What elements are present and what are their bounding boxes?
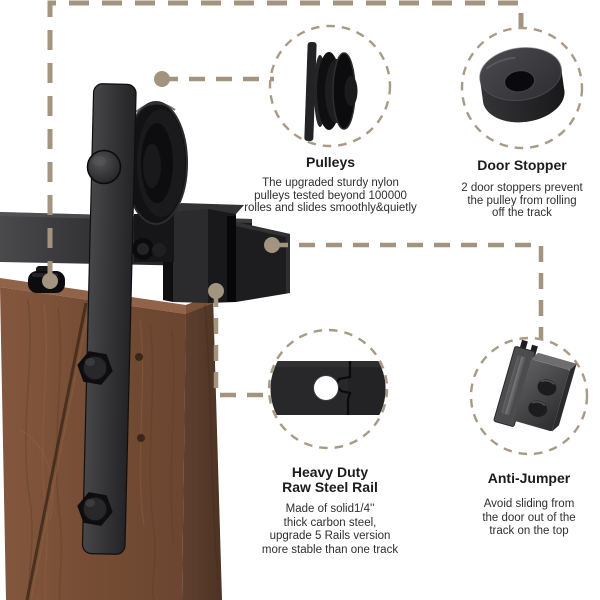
callout-title: Heavy Duty <box>291 464 369 480</box>
leader-dot <box>208 283 224 299</box>
callout-body: 2 door stoppers prevent the pulley from … <box>432 182 600 220</box>
mounting-bolt <box>77 351 113 385</box>
door-plank-seam <box>25 302 88 600</box>
callout-body: Made of solid1/4'' thick carbon steel, u… <box>227 503 433 557</box>
body-line: off the track <box>492 207 552 219</box>
door-stopper-leader-line <box>47 0 524 281</box>
callout-anti-jumper: Anti-Jumper Avoid sliding from the door … <box>438 471 600 539</box>
screw-hole <box>135 353 143 361</box>
wood-grain <box>24 299 219 600</box>
anti-jumper-icon <box>493 339 577 432</box>
rail-circle <box>267 328 389 450</box>
body-line: more stable than one track <box>261 543 399 556</box>
callout-lines <box>47 0 544 398</box>
hanger-strap <box>81 83 137 555</box>
body-line: 2 door stoppers prevent <box>461 182 583 194</box>
body-line: The upgraded sturdy nylon <box>262 177 399 189</box>
callout-dots <box>42 71 280 299</box>
body-line: Made of solid1/4'' <box>285 503 375 515</box>
leader-dot <box>264 237 280 253</box>
callout-door-stopper: Door Stopper 2 door stoppers prevent the… <box>432 158 600 220</box>
door-plank-seam-highlight <box>30 302 91 600</box>
screw-hole <box>137 434 145 442</box>
mounting-bolt <box>77 492 113 526</box>
pulley-wheel <box>124 101 188 225</box>
door-stopper-circle <box>460 26 584 150</box>
body-line: rolles and slides smoothly&quietly <box>244 202 417 214</box>
feature-circles <box>267 24 589 456</box>
leader-dot <box>154 71 170 87</box>
body-line: Avoid sliding from <box>483 498 575 510</box>
callout-pulleys: Pulleys The upgraded sturdy nylon pulley… <box>228 155 433 215</box>
body-line: the pulley from rolling <box>467 194 577 207</box>
body-line: upgrade 5 Rails version <box>269 530 391 542</box>
rail-leader-line <box>213 291 270 398</box>
callout-title: Pulleys <box>305 154 356 170</box>
body-line: track on the top <box>489 525 569 537</box>
callout-body: Avoid sliding from the door out of the t… <box>438 498 600 539</box>
callout-title: Door Stopper <box>477 157 567 173</box>
body-line: the door out of the <box>482 511 576 524</box>
callout-body: The upgraded sturdy nylon pulleys tested… <box>228 177 433 215</box>
pulleys-circle <box>268 24 392 148</box>
hub-bolt <box>86 149 122 185</box>
leader-dot <box>42 273 58 289</box>
anti-jumper-circle <box>469 336 589 456</box>
pulley-icon <box>304 41 358 142</box>
door-stopper-icon <box>479 47 565 123</box>
body-line: pulleys tested beyond 100000 <box>254 189 407 202</box>
body-line: thick carbon steel, <box>283 516 377 529</box>
anti-jumper-leader-line <box>272 242 544 340</box>
wood-grain-light <box>19 303 145 600</box>
steel-rail-icon <box>270 361 386 415</box>
callout-heavy-duty-rail: Heavy Duty Raw Steel Rail Made of solid1… <box>227 465 433 557</box>
callout-title: Anti-Jumper <box>487 470 571 486</box>
callout-title: Raw Steel Rail <box>282 479 378 495</box>
anti-jumper-bracket <box>163 203 290 303</box>
